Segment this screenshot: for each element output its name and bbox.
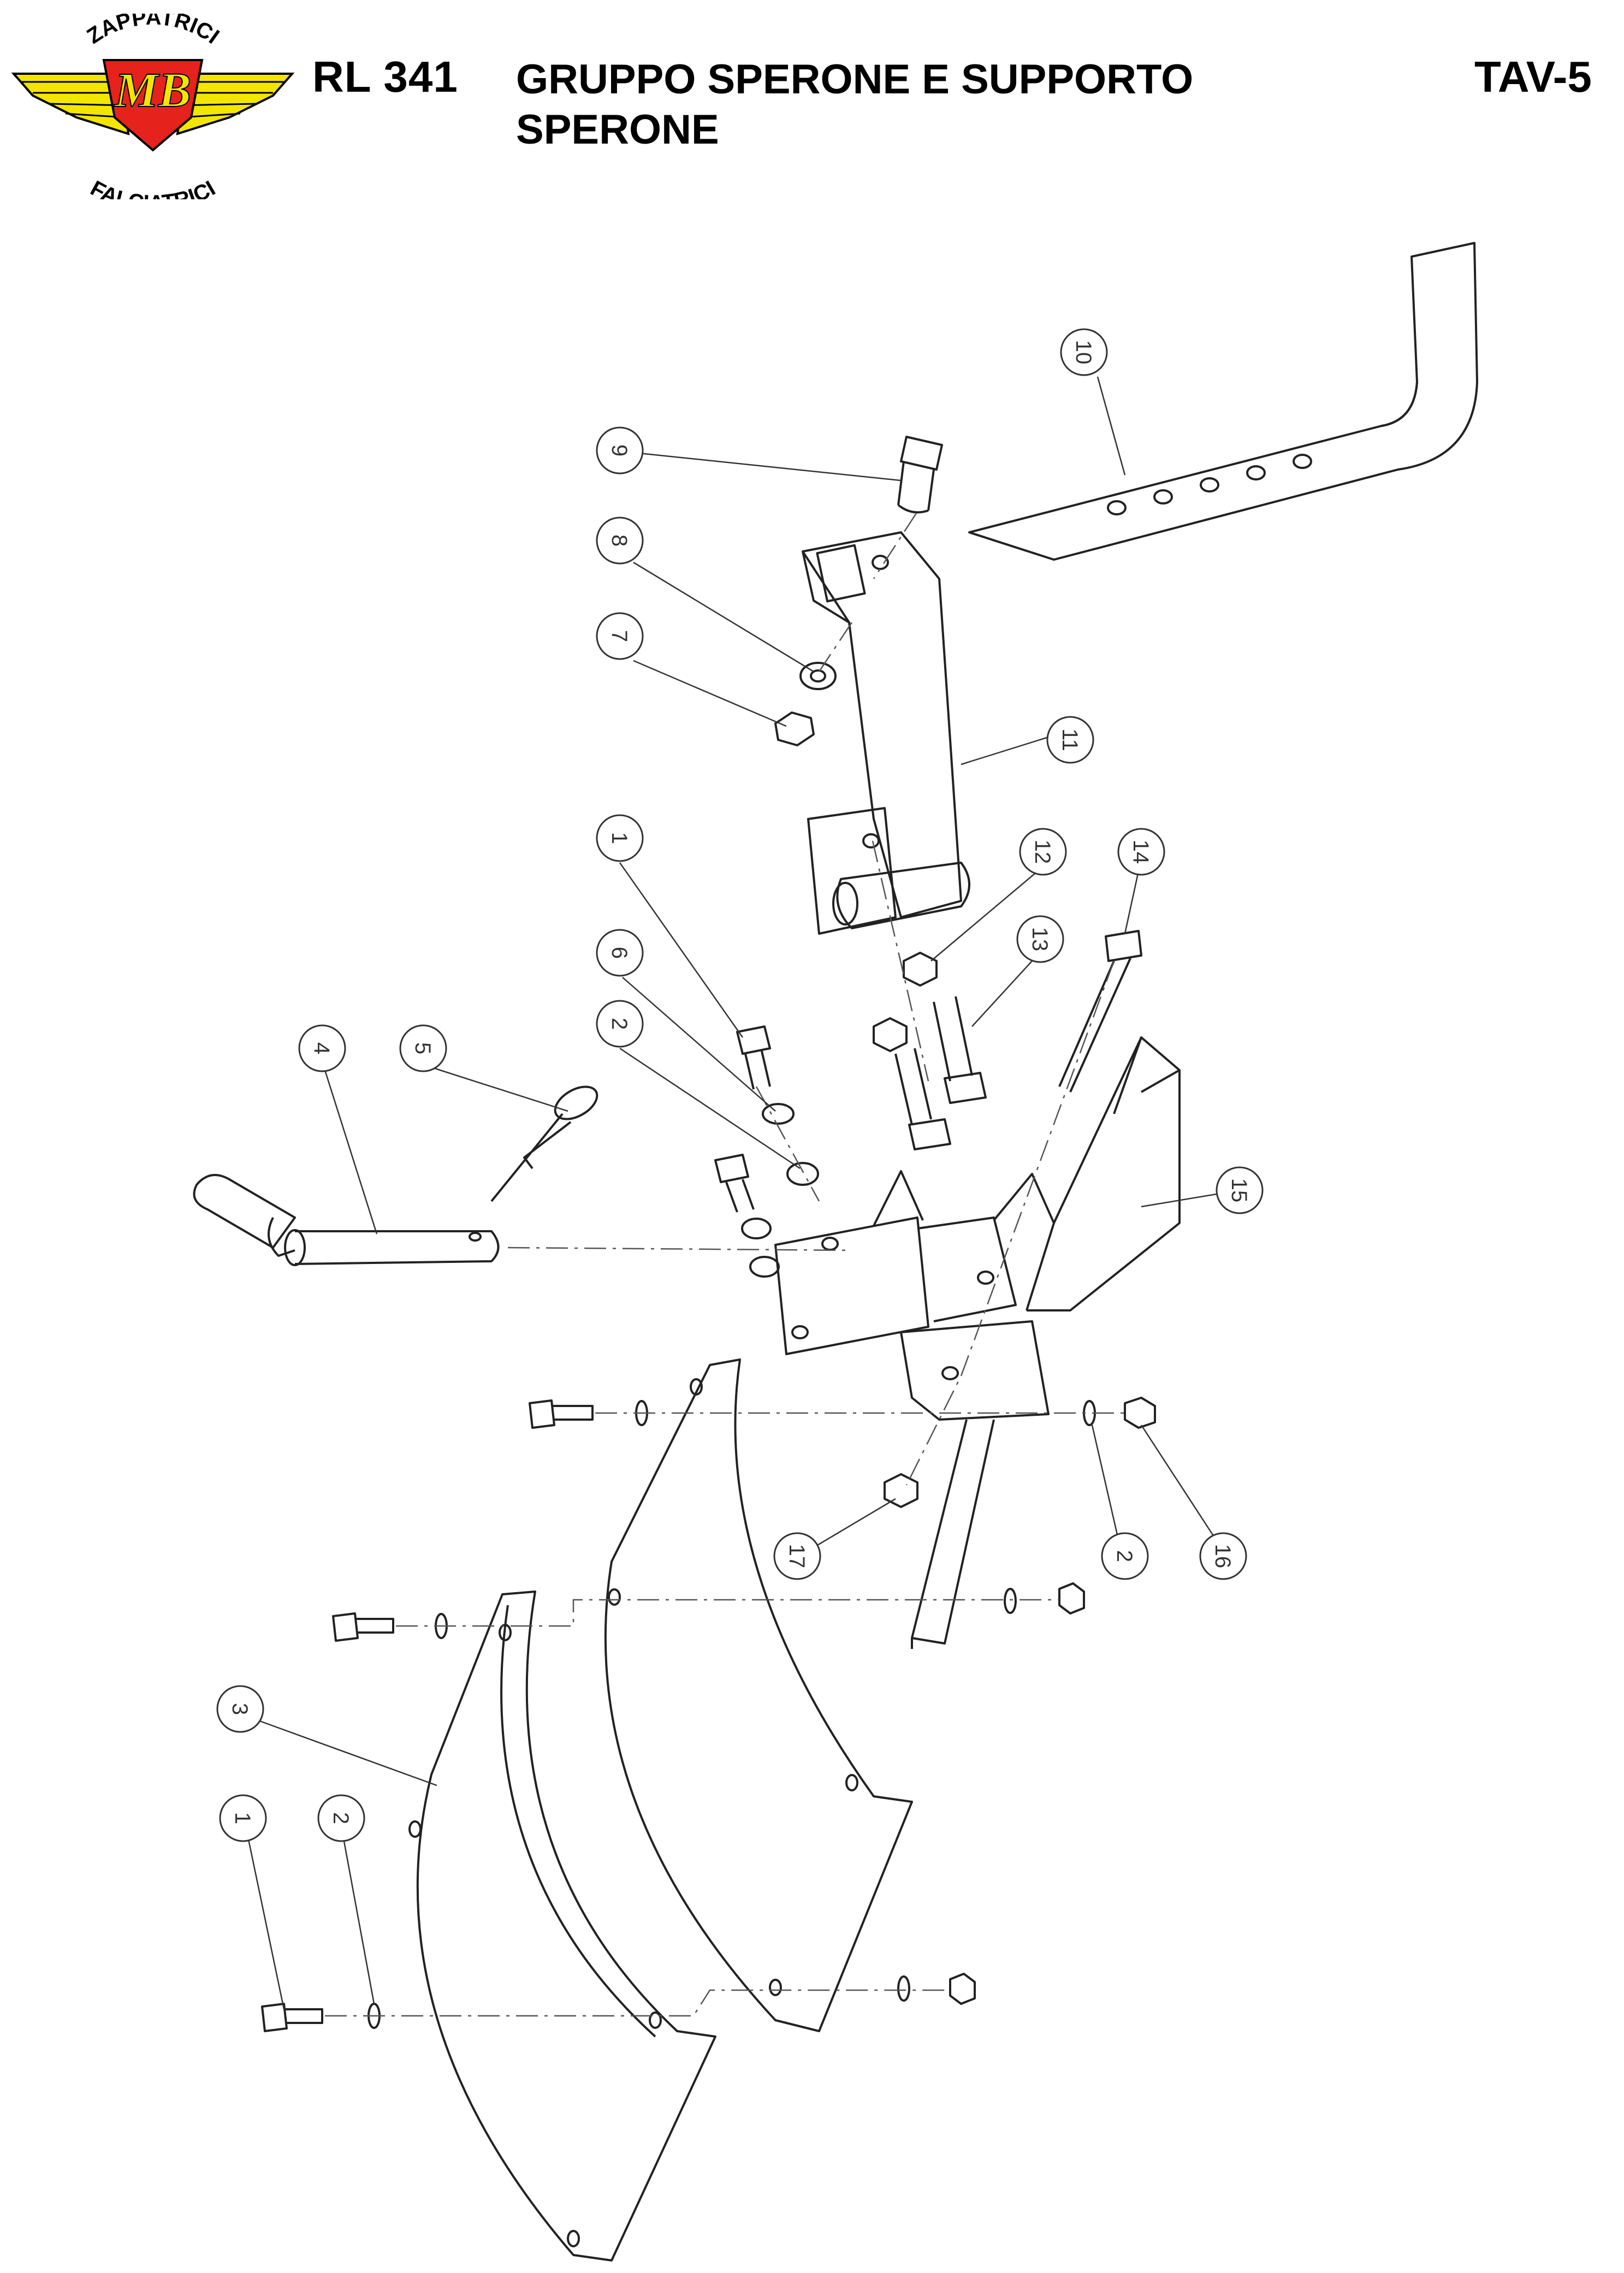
model-code: RL 341 [312,52,458,101]
page-title: GRUPPO SPERONE E SUPPORTO SPERONE [516,56,1194,153]
svg-text:2: 2 [1112,1550,1136,1562]
svg-text:10: 10 [1071,340,1095,365]
bolt-part-1-lower [261,2003,323,2032]
nut-part-7 [774,711,815,746]
table-id: TAV-5 [1474,52,1592,101]
page-header: ZAPPATRICI FALCIATRICI MB RL 341 GRUPPO … [0,0,1624,218]
bolt-part-14 [1058,930,1142,1093]
callout-12: 12 [1019,828,1067,876]
svg-text:7: 7 [607,630,631,642]
callout-6: 6 [596,929,644,977]
svg-text:6: 6 [607,947,631,959]
callout-15: 15 [1216,1166,1264,1214]
callout-1: 1 [596,814,644,862]
badge-shield-icon [102,59,204,152]
svg-text:15: 15 [1227,1178,1251,1203]
bolt-part-9 [897,436,943,514]
callout-14: 14 [1117,828,1165,876]
bolt-horizontal-upper [529,1399,594,1429]
svg-text:FALCIATRICI: FALCIATRICI [86,176,219,199]
callout-9: 9 [596,426,644,474]
svg-text:ZAPPATRICI: ZAPPATRICI [82,14,223,49]
curved-plate-part-3 [408,1590,716,2262]
svg-text:14: 14 [1129,840,1153,864]
svg-text:13: 13 [1028,927,1052,952]
bolt-horizontal-middle [332,1612,394,1642]
nut-part-17 [884,1473,918,1508]
callout-5: 5 [399,1024,447,1072]
main-bracket-part-15 [774,1036,1181,1649]
bolt-part-13 [933,996,987,1104]
svg-text:8: 8 [607,535,631,547]
bolt-upper-left [714,1154,755,1213]
svg-text:3: 3 [228,1703,252,1715]
svg-text:9: 9 [607,444,631,456]
svg-text:17: 17 [785,1544,809,1569]
svg-text:1: 1 [607,832,631,844]
nut-part-16 [1124,1397,1156,1429]
washer-part-2-upper [786,1162,819,1186]
svg-text:4: 4 [310,1042,334,1054]
logo-initials: MB [114,63,191,117]
washer-part-6 [762,1103,795,1125]
spur-blade-part-10 [968,242,1478,561]
callout-4: 4 [298,1024,346,1072]
logo-bottom-text: FALCIATRICI [86,176,219,199]
clip-part-5 [490,1085,598,1202]
manufacturer-logo: ZAPPATRICI FALCIATRICI MB [11,14,295,199]
callout-2-lower: 2 [317,1794,365,1842]
svg-text:5: 5 [411,1042,435,1054]
callout-2-right: 2 [1101,1532,1149,1580]
svg-text:1: 1 [230,1812,254,1824]
callout-10: 10 [1060,328,1108,376]
callout-16: 16 [1199,1532,1247,1580]
callout-1-lower: 1 [219,1794,267,1842]
wings-icon [11,73,295,135]
curved-plate-upper [604,1358,913,2032]
svg-text:2: 2 [607,1018,631,1030]
washer-part-8 [799,662,837,690]
nut-part-12 [903,952,938,987]
pin-part-4 [193,1174,500,1266]
logo-top-text: ZAPPATRICI [82,14,223,49]
spur-support-part-11 [802,531,970,935]
callout-11: 11 [1046,716,1094,764]
svg-text:16: 16 [1211,1544,1235,1569]
bolt-part-1-upper [736,1025,771,1090]
callout-3: 3 [216,1685,264,1733]
exploded-parts-diagram: 1 2 3 4 5 6 7 8 9 10 11 12 13 14 15 16 1… [193,242,1478,2262]
svg-text:2: 2 [329,1812,353,1824]
callout-7: 7 [596,612,644,660]
callout-8: 8 [596,517,644,565]
svg-text:11: 11 [1058,728,1082,751]
callout-17: 17 [773,1532,821,1580]
svg-text:12: 12 [1030,840,1054,864]
callout-2: 2 [596,1000,644,1048]
callout-13: 13 [1016,915,1064,963]
